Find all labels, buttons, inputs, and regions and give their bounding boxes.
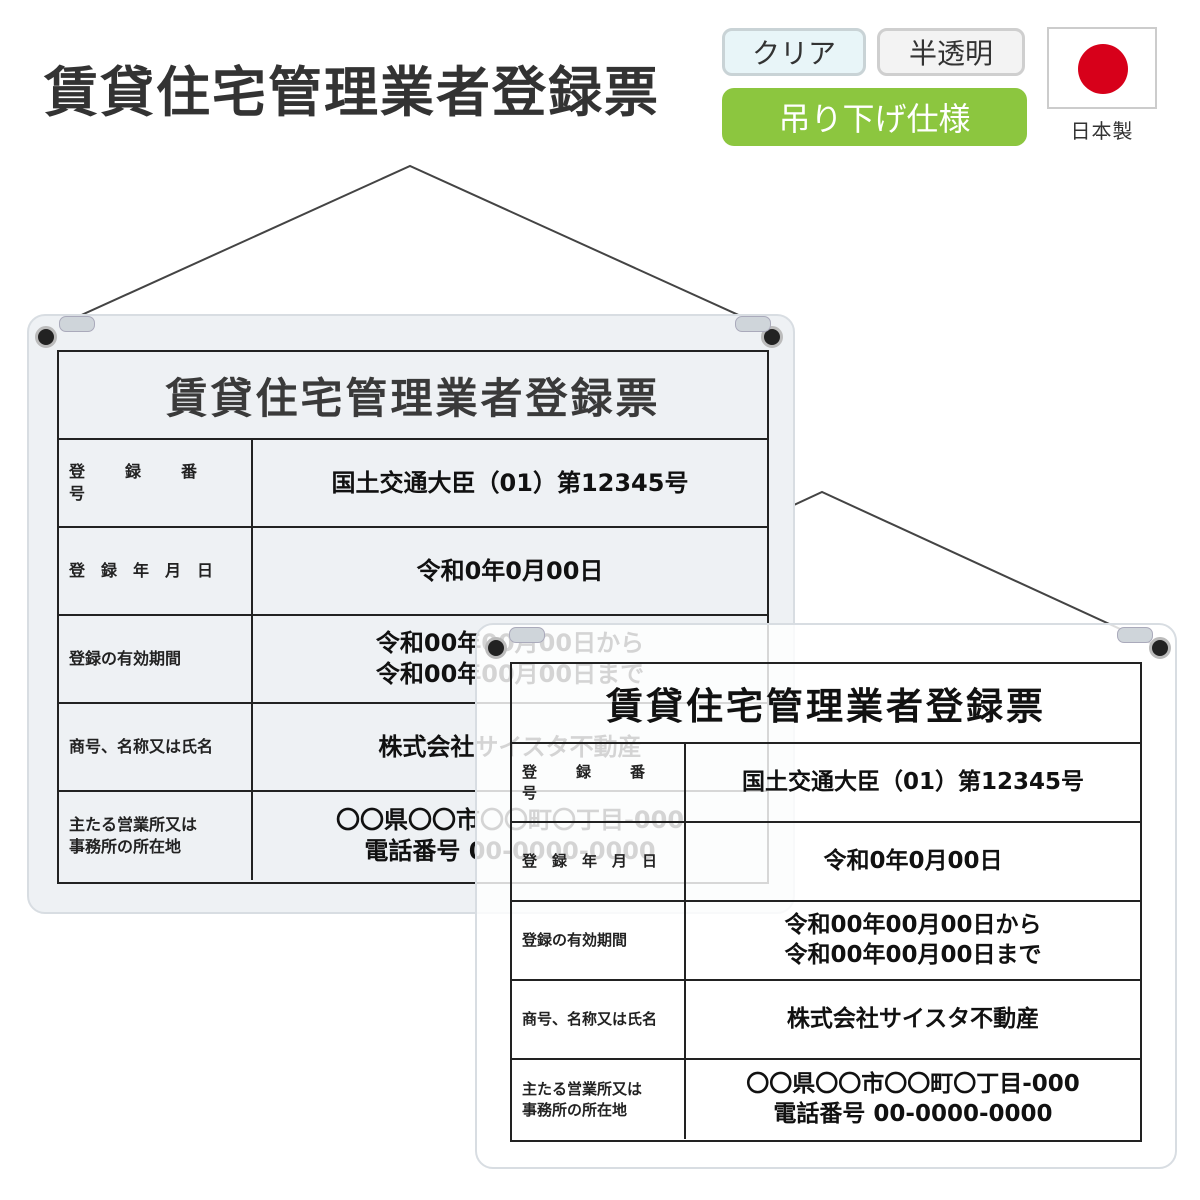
semi-transparent-sign-sample: 賃貸住宅管理業者登録票 登 録 番 号 国土交通大臣（01）第12345号 登 … xyxy=(475,623,1177,1169)
flag-sun-icon xyxy=(1078,44,1128,94)
row-label: 商号、名称又は氏名 xyxy=(512,981,686,1058)
row-label: 登 録 年 月 日 xyxy=(512,823,686,900)
wire-clip-icon xyxy=(1117,627,1153,643)
japan-flag-icon xyxy=(1047,27,1157,109)
clear-variant-badge[interactable]: クリア xyxy=(722,28,866,76)
mounting-hole-icon xyxy=(35,326,57,348)
row-value: 国土交通大臣（01）第12345号 xyxy=(331,468,689,497)
made-in-japan-label: 日本製 xyxy=(1070,119,1134,143)
table-row: 登 録 年 月 日 令和0年0月00日 xyxy=(512,823,1140,902)
row-value: 株式会社サイスタ不動産 xyxy=(786,1005,1040,1032)
row-value: 令和0年0月00日 xyxy=(823,847,1003,874)
row-label: 主たる営業所又は 事務所の所在地 xyxy=(512,1060,686,1139)
registration-table: 賃貸住宅管理業者登録票 登 録 番 号 国土交通大臣（01）第12345号 登 … xyxy=(510,662,1142,1142)
table-row: 商号、名称又は氏名 株式会社サイスタ不動産 xyxy=(512,981,1140,1060)
wire-clip-icon xyxy=(735,316,771,332)
hanging-type-badge: 吊り下げ仕様 xyxy=(722,88,1027,146)
row-label: 登 録 番 号 xyxy=(59,440,253,526)
row-value: 令和0年0月00日 xyxy=(416,556,604,585)
back-sign-wire xyxy=(43,164,777,333)
row-label: 登 録 年 月 日 xyxy=(59,528,253,614)
sign-heading: 賃貸住宅管理業者登録票 xyxy=(59,352,767,440)
table-row: 登録の有効期間 令和00年00月00日から 令和00年00月00日まで xyxy=(512,902,1140,981)
row-label: 登 録 番 号 xyxy=(512,744,686,821)
row-label: 商号、名称又は氏名 xyxy=(59,704,253,790)
table-row: 登 録 番 号 国土交通大臣（01）第12345号 xyxy=(512,744,1140,823)
mounting-hole-icon xyxy=(485,637,507,659)
row-label: 主たる営業所又は 事務所の所在地 xyxy=(59,792,253,880)
table-row: 登 録 番 号 国土交通大臣（01）第12345号 xyxy=(59,440,767,528)
mounting-hole-icon xyxy=(1149,637,1171,659)
table-row: 登 録 年 月 日 令和0年0月00日 xyxy=(59,528,767,616)
row-value: 〇〇県〇〇市〇〇町〇丁目-000 電話番号 00-0000-0000 xyxy=(746,1071,1080,1127)
row-label: 登録の有効期間 xyxy=(59,616,253,702)
row-value: 国土交通大臣（01）第12345号 xyxy=(741,768,1085,795)
table-row: 主たる営業所又は 事務所の所在地 〇〇県〇〇市〇〇町〇丁目-000 電話番号 0… xyxy=(512,1060,1140,1139)
row-label: 登録の有効期間 xyxy=(512,902,686,979)
wire-clip-icon xyxy=(59,316,95,332)
semi-transparent-variant-badge[interactable]: 半透明 xyxy=(877,28,1025,76)
wire-clip-icon xyxy=(509,627,545,643)
row-value: 令和00年00月00日から 令和00年00月00日まで xyxy=(784,912,1042,968)
product-title: 賃貸住宅管理業者登録票 xyxy=(44,61,660,124)
sign-heading: 賃貸住宅管理業者登録票 xyxy=(512,664,1140,744)
